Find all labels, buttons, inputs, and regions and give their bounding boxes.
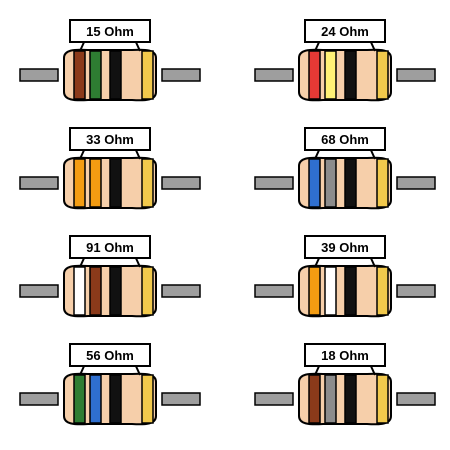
color-band-3	[344, 50, 357, 100]
resistance-label: 15 Ohm	[86, 24, 134, 39]
color-band-1	[73, 374, 86, 424]
color-band-1	[73, 266, 86, 316]
right-lead	[396, 284, 436, 298]
resistance-label-box	[304, 343, 386, 367]
color-band-3	[109, 50, 122, 100]
color-band-4	[141, 50, 154, 100]
color-band-2	[324, 158, 337, 208]
color-band-1	[308, 158, 321, 208]
resistance-label-box	[304, 127, 386, 151]
resistance-label-box	[69, 235, 151, 259]
color-band-4	[141, 158, 154, 208]
resistance-label: 91 Ohm	[86, 240, 134, 255]
color-band-3	[109, 266, 122, 316]
color-band-3	[344, 266, 357, 316]
color-band-4	[376, 374, 389, 424]
resistance-label: 39 Ohm	[321, 240, 369, 255]
color-band-1	[73, 158, 86, 208]
right-lead	[161, 284, 201, 298]
left-lead	[19, 176, 59, 190]
left-lead	[254, 284, 294, 298]
resistance-label: 68 Ohm	[321, 132, 369, 147]
color-band-2	[89, 266, 102, 316]
color-band-2	[89, 50, 102, 100]
color-band-2	[89, 374, 102, 424]
color-band-3	[344, 158, 357, 208]
left-lead	[19, 284, 59, 298]
left-lead	[254, 392, 294, 406]
resistance-label: 18 Ohm	[321, 348, 369, 363]
color-band-4	[376, 158, 389, 208]
resistance-label-box	[69, 343, 151, 367]
left-lead	[254, 68, 294, 82]
color-band-1	[308, 50, 321, 100]
resistance-label-box	[69, 19, 151, 43]
resistance-label-box	[304, 235, 386, 259]
resistor: 68 Ohm	[254, 127, 436, 210]
resistor: 18 Ohm	[254, 343, 436, 426]
color-band-1	[308, 266, 321, 316]
right-lead	[161, 176, 201, 190]
resistor: 33 Ohm	[19, 127, 201, 210]
color-band-4	[141, 266, 154, 316]
left-lead	[19, 68, 59, 82]
color-band-3	[109, 158, 122, 208]
resistance-label-box	[304, 19, 386, 43]
color-band-3	[109, 374, 122, 424]
color-band-4	[141, 374, 154, 424]
color-band-4	[376, 50, 389, 100]
color-band-1	[73, 50, 86, 100]
color-band-2	[324, 266, 337, 316]
right-lead	[396, 68, 436, 82]
resistor: 56 Ohm	[19, 343, 201, 426]
color-band-2	[89, 158, 102, 208]
right-lead	[161, 392, 201, 406]
color-band-2	[324, 50, 337, 100]
left-lead	[19, 392, 59, 406]
color-band-1	[308, 374, 321, 424]
left-lead	[254, 176, 294, 190]
color-band-3	[344, 374, 357, 424]
resistor: 24 Ohm	[254, 19, 436, 102]
color-band-2	[324, 374, 337, 424]
resistance-label: 56 Ohm	[86, 348, 134, 363]
resistor: 91 Ohm	[19, 235, 201, 318]
right-lead	[396, 392, 436, 406]
resistor: 39 Ohm	[254, 235, 436, 318]
resistance-label: 24 Ohm	[321, 24, 369, 39]
color-band-4	[376, 266, 389, 316]
right-lead	[396, 176, 436, 190]
resistor: 15 Ohm	[19, 19, 201, 102]
right-lead	[161, 68, 201, 82]
resistance-label-box	[69, 127, 151, 151]
resistance-label: 33 Ohm	[86, 132, 134, 147]
